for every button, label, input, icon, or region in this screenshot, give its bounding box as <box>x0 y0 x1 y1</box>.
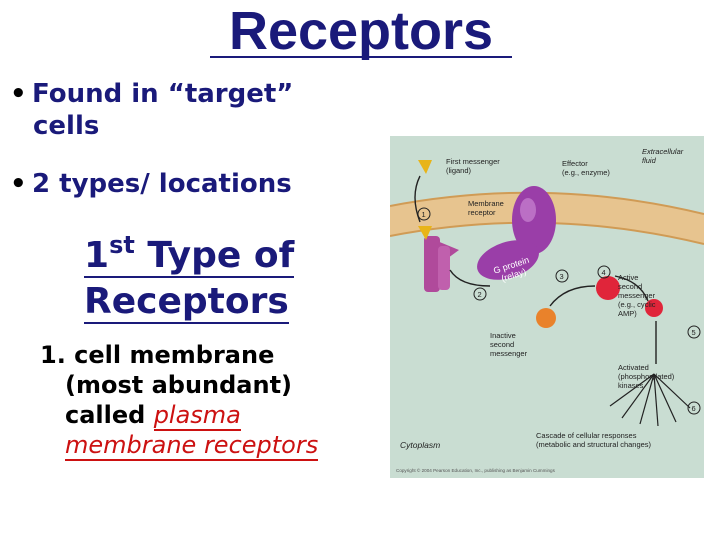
active-second-messenger-icon <box>596 276 620 300</box>
subheading-number: 1 <box>84 235 110 276</box>
step-5-marker <box>687 325 701 339</box>
step-4-number: 4 <box>602 268 606 277</box>
amp-label: AMP) <box>618 309 637 318</box>
subheading-ordinal: st <box>109 231 135 259</box>
inactive-second-label: second <box>490 340 514 349</box>
membrane-receptors-term: membrane receptors <box>65 431 319 461</box>
step-2-number: 2 <box>478 290 482 299</box>
inactive-label: Inactive <box>490 331 516 340</box>
ligand-bound-icon <box>418 226 432 240</box>
enzyme-label: (e.g., enzyme) <box>562 168 610 177</box>
cyclic-label: (e.g., cyclic <box>618 300 656 309</box>
title-underline <box>210 56 512 58</box>
slide-title: Receptors <box>228 1 494 61</box>
inactive-second-messenger-icon <box>536 308 556 328</box>
step-3-marker <box>555 269 569 283</box>
signal-transduction-diagram: G protein (relay) 1 2 3 4 5 6 First mess… <box>390 136 704 478</box>
subheading-first-type: 1st Type of Receptors <box>84 222 344 325</box>
cascade-label: Cascade of cellular responses <box>536 431 637 440</box>
step-1-number: 1 <box>422 210 426 219</box>
item-line3: called plasma <box>40 400 318 431</box>
copyright-text: Copyright © 2004 Pearson Education, Inc.… <box>396 467 556 473</box>
item-line3-plain: called <box>65 401 154 429</box>
metabolic-label: (metabolic and structural changes) <box>536 440 652 449</box>
step-6-marker <box>687 401 701 415</box>
subheading-line1: Type of <box>134 235 295 276</box>
ligand-label: (ligand) <box>446 166 472 175</box>
item-line1: 1. cell membrane <box>40 341 275 369</box>
step-3-number: 3 <box>560 272 564 281</box>
bullet-target-cells: •Found in “target” cells <box>10 78 293 142</box>
activated-kinase-icon <box>645 299 663 317</box>
subheading-line2: Receptors <box>84 281 289 324</box>
first-messenger-icon <box>418 160 432 174</box>
membrane-label: Membrane <box>468 199 504 208</box>
bullet-dot: • <box>10 79 27 109</box>
bullet-two-types: •2 types/ locations <box>10 168 292 200</box>
activated-label: Activated <box>618 363 649 372</box>
active-messenger-label: messenger <box>618 291 656 300</box>
item-line2: (most abundant) <box>65 371 293 399</box>
kinases-label: kinases <box>618 381 644 390</box>
effector-label: Effector <box>562 159 588 168</box>
step-2-marker <box>473 287 487 301</box>
plasma-term: plasma <box>153 401 241 431</box>
first-messenger-label: First messenger <box>446 157 500 166</box>
phosphorylated-label: (phosphorylated) <box>618 372 675 381</box>
g-protein-icon <box>477 240 539 280</box>
active-second-label: second <box>618 282 642 291</box>
step-1-marker <box>417 207 431 221</box>
bullet-text: Found in “target” <box>32 79 294 109</box>
receptor-label: receptor <box>468 208 496 217</box>
step-4-marker <box>597 265 611 279</box>
item-line4: membrane receptors <box>40 430 319 461</box>
extracellular-label: Extracellular <box>642 147 684 156</box>
step-5-number: 5 <box>692 328 696 337</box>
list-item-cell-membrane: 1. cell membrane (most abundant) called … <box>40 340 319 461</box>
fluid-label: fluid <box>642 156 657 165</box>
bullet-text: 2 types/ locations <box>32 169 292 199</box>
active-label: Active <box>618 273 638 282</box>
bullet-dot: • <box>10 169 27 199</box>
inactive-messenger-label: messenger <box>490 349 528 358</box>
cytoplasm-label: Cytoplasm <box>400 440 440 450</box>
step-6-number: 6 <box>692 404 696 413</box>
bullet-text-cont: cells <box>33 111 100 141</box>
membrane-receptor-body <box>424 236 440 292</box>
